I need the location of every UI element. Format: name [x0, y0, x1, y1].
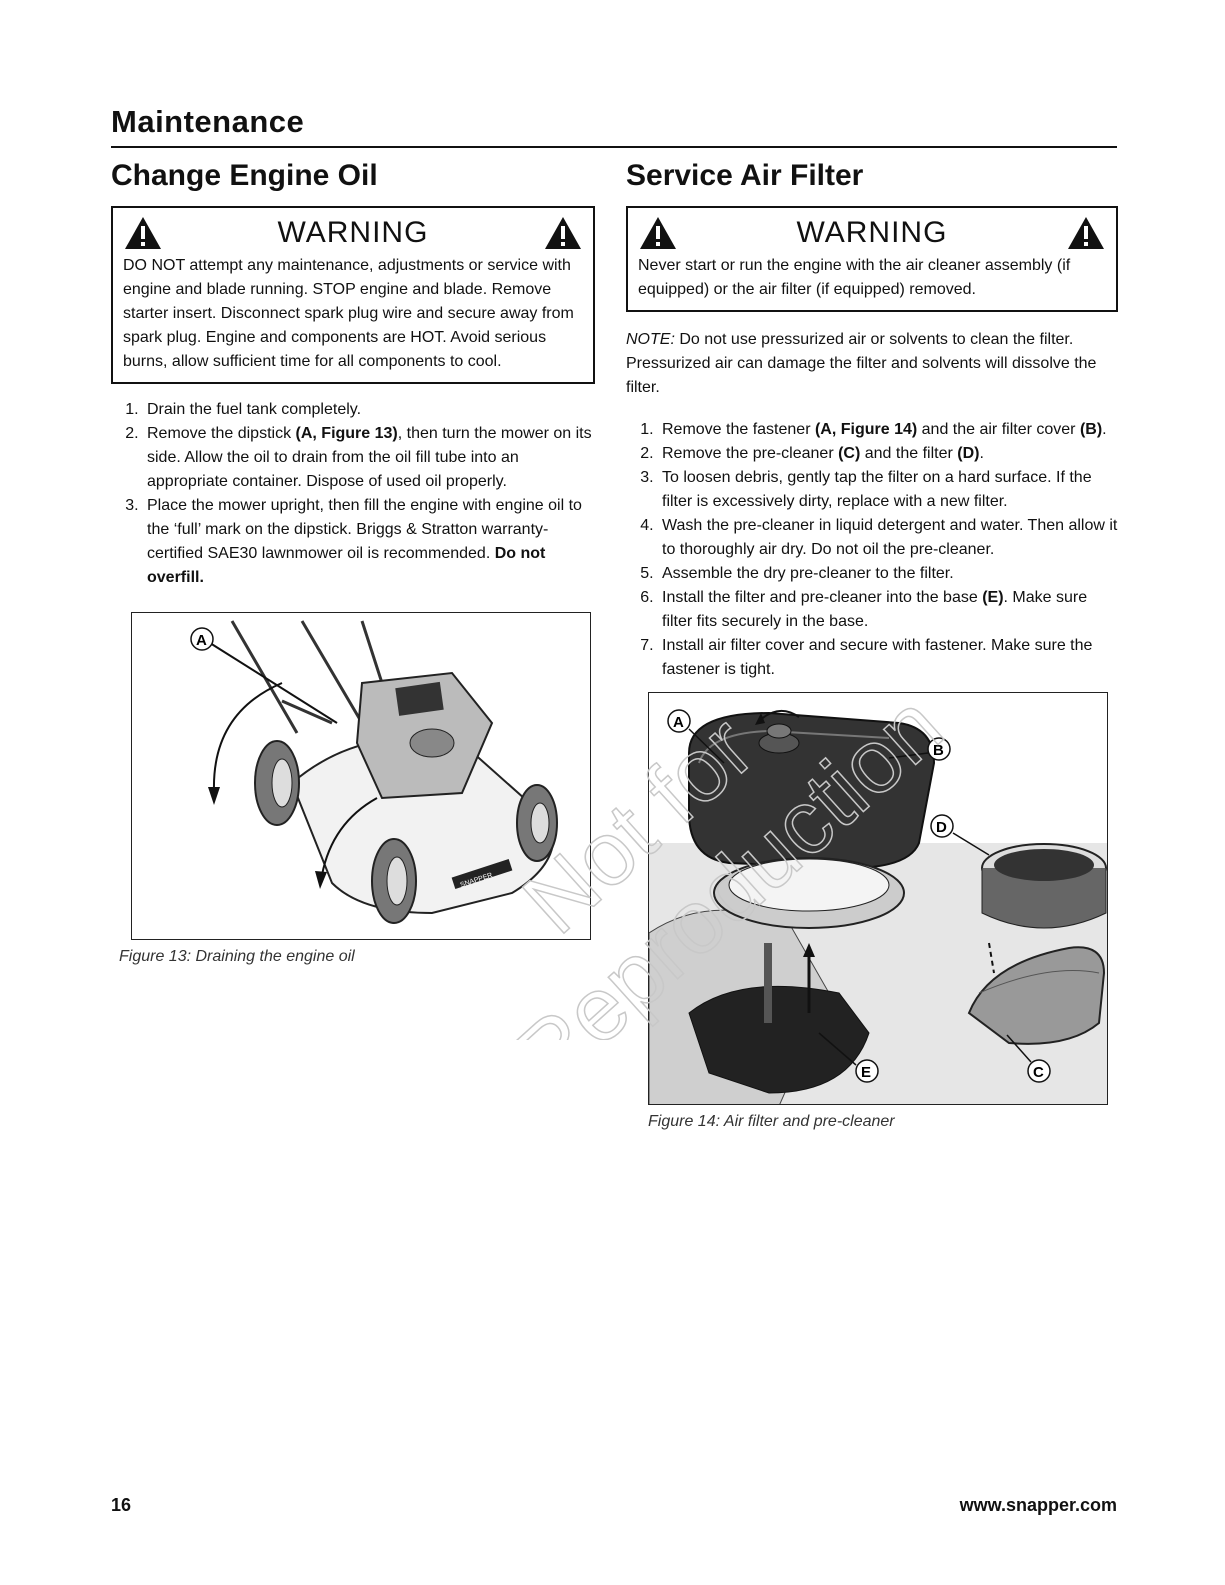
warning-triangle-icon [544, 217, 581, 249]
warning-triangle-icon [640, 217, 676, 249]
list-item: Remove the dipstick (A, Figure 13), then… [143, 422, 595, 494]
callout-c-circle [1027, 1059, 1051, 1083]
warning-label: WARNING [796, 216, 948, 249]
right-column: Service Air Filter WARNING Never start o… [626, 158, 1118, 1131]
figure-reference: (B) [1079, 421, 1103, 438]
air-filter-warning-box: WARNING Never start or run the engine wi… [626, 206, 1118, 312]
note-paragraph: NOTE: Do not use pressurized air or solv… [626, 328, 1118, 400]
callout-a-circle [667, 709, 691, 733]
callout-b-label: B [933, 742, 944, 759]
list-item: Remove the pre-cleaner (C) and the filte… [658, 442, 1118, 466]
note-label: NOTE: [626, 331, 675, 348]
emphasis-text: Do not overfill. [147, 545, 546, 586]
list-item: Install air filter cover and secure with… [658, 634, 1118, 682]
change-engine-oil-title: Change Engine Oil [111, 159, 378, 192]
figure-reference: (A, Figure 13) [295, 425, 398, 442]
engine-oil-warning-box: WARNING DO NOT attempt any maintenance, … [111, 206, 595, 384]
step-text: , then turn the mower on its side. Allow… [147, 425, 592, 490]
step-text: Install the filter and pre-cleaner into … [662, 589, 983, 606]
step-text: Place the mower upright, then fill the e… [147, 497, 582, 562]
left-column: Change Engine Oil WARNING DO NOT attempt… [111, 158, 595, 966]
step-text: Remove the fastener [662, 421, 815, 438]
warning-triangle-icon [1067, 217, 1104, 249]
page-header: Maintenance [111, 104, 1117, 148]
list-item: Install the filter and pre-cleaner into … [658, 586, 1118, 634]
service-air-filter-title: Service Air Filter [626, 159, 864, 192]
step-text: Remove the pre-cleaner [662, 445, 839, 462]
step-text: . [979, 445, 984, 462]
callout-a-circle [190, 627, 214, 651]
step-text: and the air filter cover [917, 421, 1080, 438]
callout-d-circle [930, 814, 954, 838]
warning-text: DO NOT attempt any maintenance, adjustme… [123, 257, 574, 370]
figure-reference: (C) [838, 445, 861, 462]
figure-reference: (E) [982, 589, 1004, 606]
list-item: Remove the fastener (A, Figure 14) and t… [658, 418, 1118, 442]
figure-reference: (A, Figure 14) [814, 421, 918, 438]
callout-e-label: E [861, 1064, 871, 1081]
figure-reference: (D) [957, 445, 980, 462]
page-title: Maintenance [111, 104, 305, 139]
note-text: Do not use pressurized air or solvents t… [626, 331, 1097, 396]
list-item: Wash the pre-cleaner in liquid detergent… [658, 514, 1118, 562]
step-text: . Make sure filter fits securely in the … [662, 589, 1088, 630]
figure-13-mower-illustration: SNAPPER A [131, 612, 591, 940]
warning-header: WARNING [123, 214, 583, 252]
page-footer: 16 www.snapper.com [111, 1495, 1117, 1516]
air-filter-steps: Remove the fastener (A, Figure 14) and t… [626, 418, 1118, 682]
callout-b-circle [927, 737, 951, 761]
list-item: Place the mower upright, then fill the e… [143, 494, 595, 590]
step-text: Install air filter cover and secure with… [662, 637, 1093, 678]
warning-header: WARNING [638, 214, 1106, 252]
step-text: To loosen debris, gently tap the filter … [662, 469, 1092, 510]
callout-a-label: A [196, 632, 207, 649]
list-item: Assemble the dry pre-cleaner to the filt… [658, 562, 1118, 586]
page-number: 16 [111, 1495, 132, 1515]
figure-14-caption: Figure 14: Air filter and pre-cleaner [648, 1113, 895, 1130]
callout-c-label: C [1033, 1064, 1044, 1081]
website-link[interactable]: www.snapper.com [959, 1495, 1117, 1515]
warning-label: WARNING [277, 216, 429, 249]
engine-oil-steps: Drain the fuel tank completely. Remove t… [111, 398, 595, 590]
step-text: . [1102, 421, 1107, 438]
step-text: Wash the pre-cleaner in liquid detergent… [662, 517, 1118, 558]
callout-e-circle [855, 1059, 879, 1083]
step-text: Assemble the dry pre-cleaner to the filt… [662, 565, 954, 582]
warning-text: Never start or run the engine with the a… [638, 257, 1071, 298]
warning-triangle-icon [125, 217, 161, 249]
air-filter-drawing: A B D E C [649, 709, 1107, 1104]
figure-14-air-filter-illustration: A B D E C [648, 692, 1108, 1105]
list-item: Drain the fuel tank completely. [143, 398, 595, 422]
list-item: To loosen debris, gently tap the filter … [658, 466, 1118, 514]
callout-d-label: D [936, 819, 947, 836]
step-text: and the filter [860, 445, 958, 462]
callout-a-label: A [673, 714, 684, 731]
mower-drawing: SNAPPER A [190, 620, 558, 924]
step-text: Drain the fuel tank completely. [147, 401, 362, 418]
figure-13-caption: Figure 13: Draining the engine oil [119, 948, 355, 965]
step-text: Remove the dipstick [147, 425, 296, 442]
